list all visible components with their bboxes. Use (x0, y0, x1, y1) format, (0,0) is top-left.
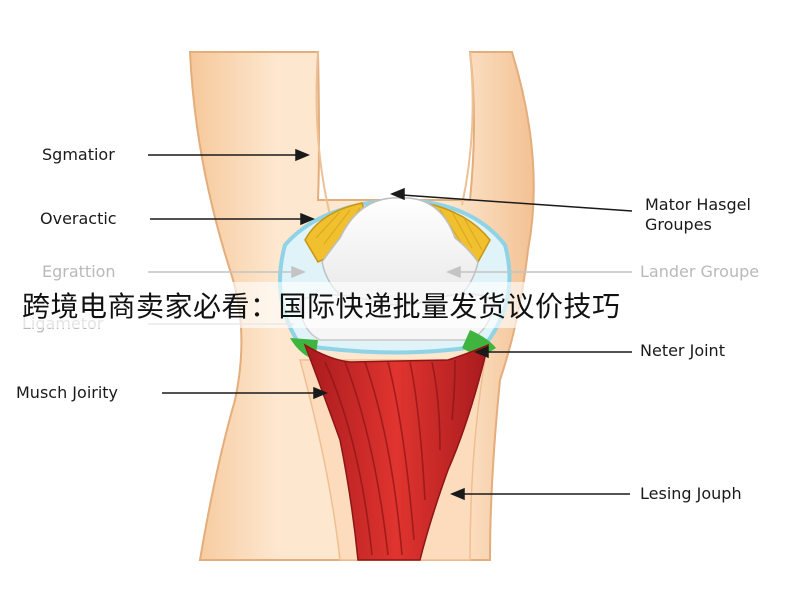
label-egrattion: Egrattion (42, 262, 116, 281)
patellar-muscle (303, 343, 490, 561)
muscle-fibers (324, 359, 456, 556)
label-musch-joirity: Musch Joirity (16, 383, 119, 402)
banner-text: 跨境电商卖家必看：国际快递批量发货议价技巧 (22, 290, 621, 323)
thigh-inner-line (315, 51, 331, 216)
label-lander-groupe: Lander Groupe (640, 262, 760, 281)
label-sgmatior: Sgmatior (42, 145, 115, 164)
thigh-outer-line (461, 51, 474, 206)
label-groupes: Groupes (645, 215, 712, 234)
label-overactic: Overactic (40, 209, 117, 228)
label-mator-hasgel: Mator Hasgel (645, 195, 751, 214)
pointer-lines (148, 148, 633, 501)
label-lesing-jouph: Lesing Jouph (640, 484, 742, 503)
watermark-banner (0, 282, 800, 328)
label-neter-joint: Neter Joint (640, 341, 725, 360)
